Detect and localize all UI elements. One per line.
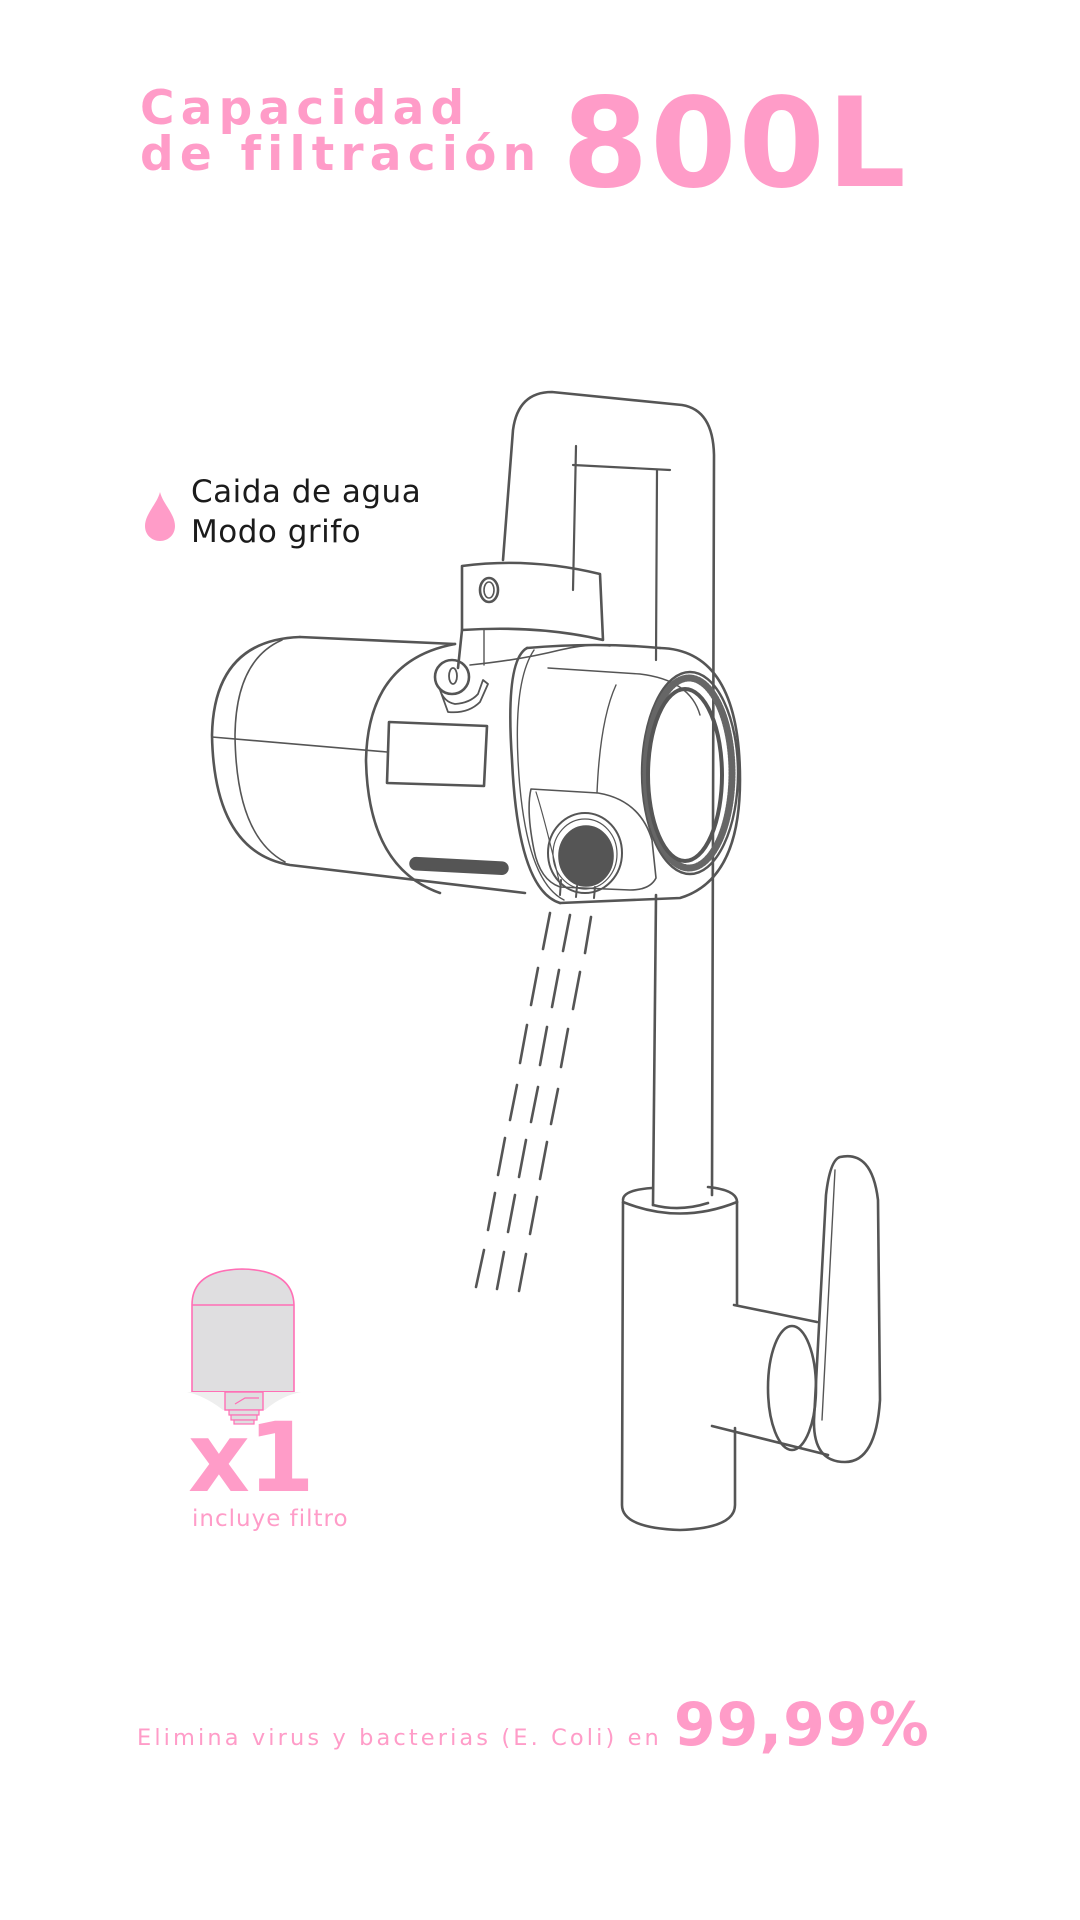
water-stream <box>474 911 593 1293</box>
capacity-label-line1: Capacidad <box>140 81 471 136</box>
included-quantity: x1 <box>188 1402 315 1514</box>
filter-cartridge-icon <box>187 1268 301 1425</box>
included-label: incluye filtro <box>192 1506 349 1532</box>
water-mode-line2: Modo grifo <box>191 514 362 550</box>
faucet-neck-outline <box>501 390 716 1197</box>
efficacy-percentage: 99,99% <box>673 1690 930 1760</box>
capacity-label-line2: de filtración <box>140 127 543 182</box>
water-mode-line1: Caida de agua <box>191 474 422 510</box>
capacity-value: 800L <box>562 72 908 216</box>
water-drop-icon <box>145 492 175 541</box>
water-mode-label: Caida de agua Modo grifo <box>143 472 421 552</box>
capacity-label: Capacidad de filtración <box>140 81 543 182</box>
efficacy-claim: Elimina virus y bacterias (E. Coli) en 9… <box>137 1690 957 1760</box>
efficacy-claim-text: Elimina virus y bacterias (E. Coli) en <box>137 1725 662 1751</box>
